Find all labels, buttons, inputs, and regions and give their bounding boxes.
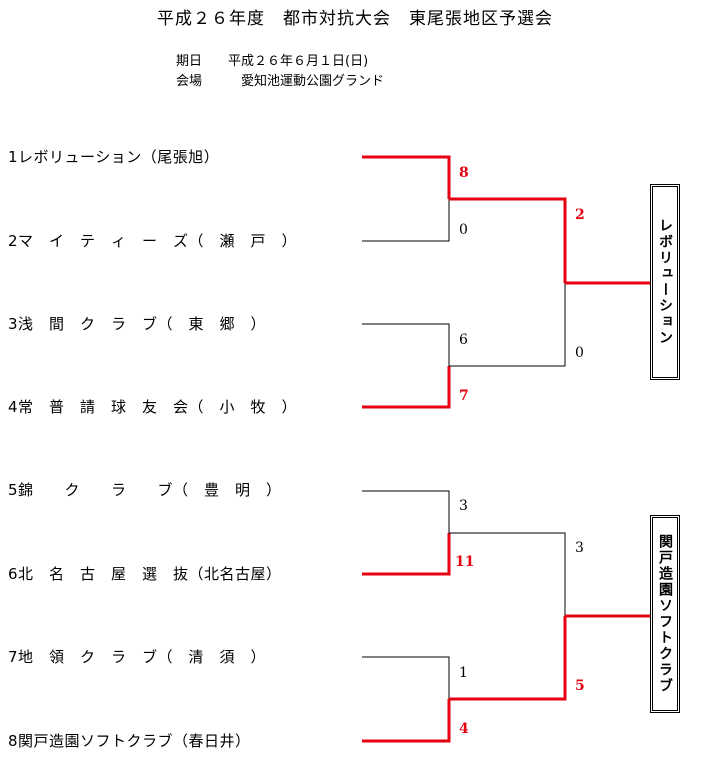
score-r1-m2-top: 6 [459,332,468,348]
score-r1-m2-bottom: 7 [459,388,469,404]
r1-m4-bottom-line [362,699,451,743]
r2-m1-top-line [449,197,567,283]
team-2: 2マ イ テ ィ ー ズ（ 瀬 戸 ） [8,232,298,250]
team-3: 3浅 間 ク ラ ブ（ 東 郷 ） [8,315,267,333]
r1-m2-top-line [362,323,450,366]
score-r2-m2-top: 3 [575,540,584,556]
r1-m2-bottom-line [362,366,451,409]
score-r1-m4-top: 1 [459,665,468,681]
team-7: 7地 領 ク ラ ブ（ 清 須 ） [8,648,267,666]
r2-m1-bottom-line [449,283,566,367]
qualifier-name-2: 関戸造園ソフトクラブ [657,534,673,694]
score-r1-m3-top: 3 [459,498,468,514]
score-r1-m4-bottom: 4 [459,721,469,737]
score-r1-m3-bottom: 11 [455,554,474,570]
r1-m3-top-line [362,490,450,533]
score-r2-m2-bottom: 5 [575,678,585,694]
r2-m2-top-line [449,532,566,616]
qualifier-name-1: レボリューション [657,218,673,346]
r1-m1-top-line [362,155,451,199]
date-line: 期日 平成２６年６月１日(日) [176,54,369,69]
venue-line: 会場 愛知池運動公園グランド [176,74,385,89]
score-r1-m1-bottom: 0 [459,222,468,238]
score-r2-m1-bottom: 0 [575,345,584,361]
qualifier-box-1: レボリューション [650,184,680,380]
r1-m3-bottom-line [362,533,451,576]
team-8: 8関戸造園ソフトクラブ（春日井） [8,732,251,750]
team-5: 5錦 ク ラ ブ（ 豊 明 ） [8,481,282,499]
r2-m2-bottom-line [449,616,567,701]
team-6: 6北 名 古 屋 選 抜（北名古屋） [8,565,282,583]
r1-m4-top-line [362,656,450,699]
qualifier-box-2: 関戸造園ソフトクラブ [650,515,680,713]
score-r1-m1-top: 8 [459,165,469,181]
team-4: 4常 普 請 球 友 会（ 小 牧 ） [8,398,298,416]
r1-m1-bottom-line [362,199,450,242]
score-r2-m1-top: 2 [575,207,585,223]
page-title: 平成２６年度 都市対抗大会 東尾張地区予選会 [157,9,553,29]
team-1: 1レボリューション（尾張旭） [8,148,220,166]
bracket-lines [362,155,650,743]
